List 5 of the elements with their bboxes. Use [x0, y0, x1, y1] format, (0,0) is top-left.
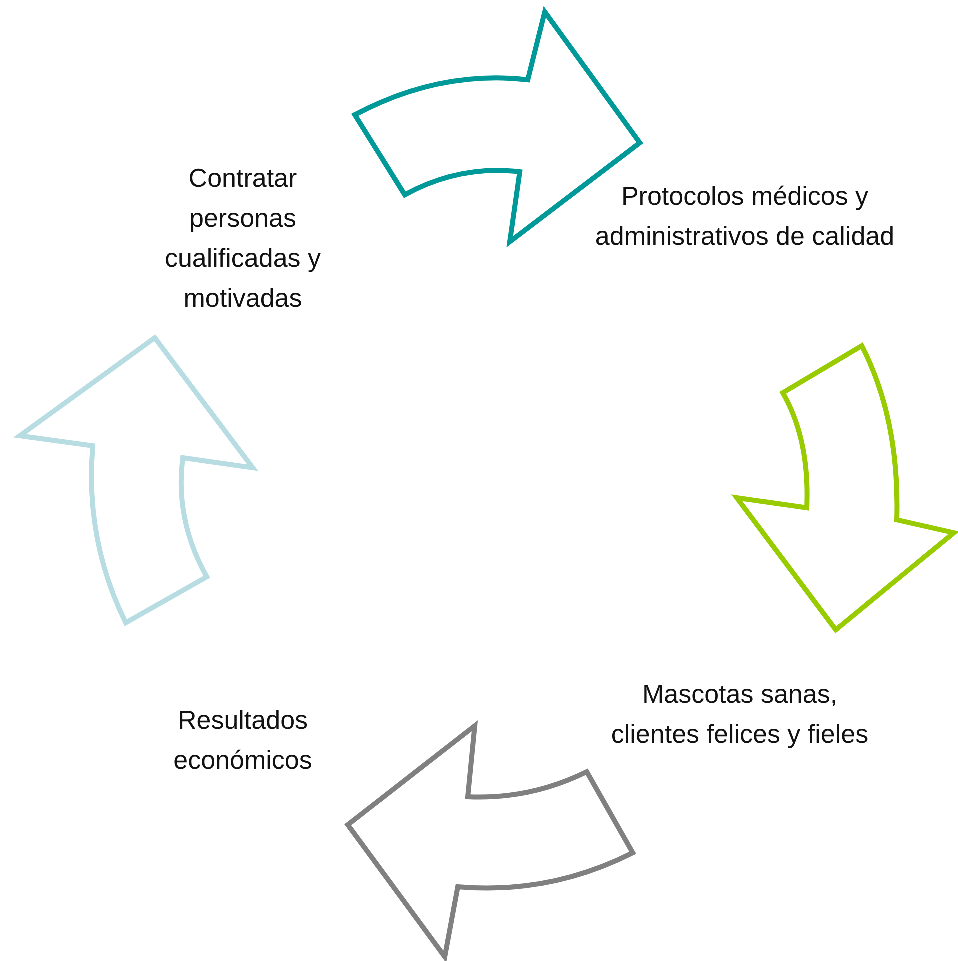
node-label: Protocolos médicos y administrativos de calidad [594, 180, 896, 253]
node-label: Resultados económicos [172, 704, 314, 777]
node-label: Contratar personas cualificadas y motivadas [164, 162, 322, 315]
node-label: Mascotas sanas, clientes felices y fieles [610, 678, 870, 751]
curved-block-arrow [346, 724, 636, 960]
